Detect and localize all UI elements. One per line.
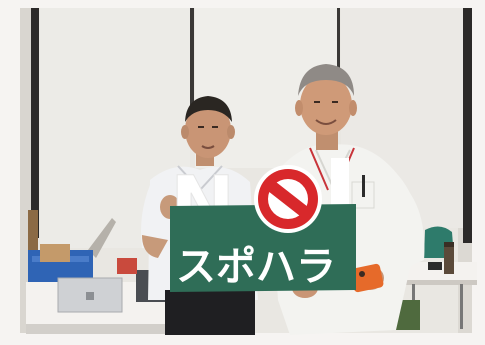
white-table-right <box>395 262 477 284</box>
orange-phone <box>350 263 384 293</box>
chair-back <box>88 218 116 258</box>
bottle <box>444 242 454 274</box>
partition-frame-right-a <box>337 8 340 68</box>
laptop-logo <box>86 292 94 300</box>
person-left-hair <box>185 96 232 122</box>
person-left-face <box>185 102 231 158</box>
partition-frame-right-b <box>463 8 472 243</box>
person-right-arm <box>390 175 425 272</box>
cardboard-box <box>40 244 70 262</box>
table-leg-right-2 <box>460 284 463 329</box>
partition-frame-left <box>31 8 39 238</box>
person-right-face <box>300 75 352 135</box>
sign-katakana: スポハラ <box>176 244 336 290</box>
no-symbol-slash <box>263 178 313 220</box>
sign-exclamation-bar <box>331 158 349 210</box>
left-clutter <box>26 210 176 334</box>
person-left-trousers <box>165 290 255 335</box>
pen <box>362 175 365 197</box>
sign-green-panel <box>170 204 356 292</box>
person-right-hair <box>298 64 354 96</box>
protest-sign: N スポハラ <box>170 158 356 292</box>
partition-frame-center <box>190 8 194 138</box>
phone-on-table <box>428 262 442 270</box>
red-bag <box>117 258 137 274</box>
